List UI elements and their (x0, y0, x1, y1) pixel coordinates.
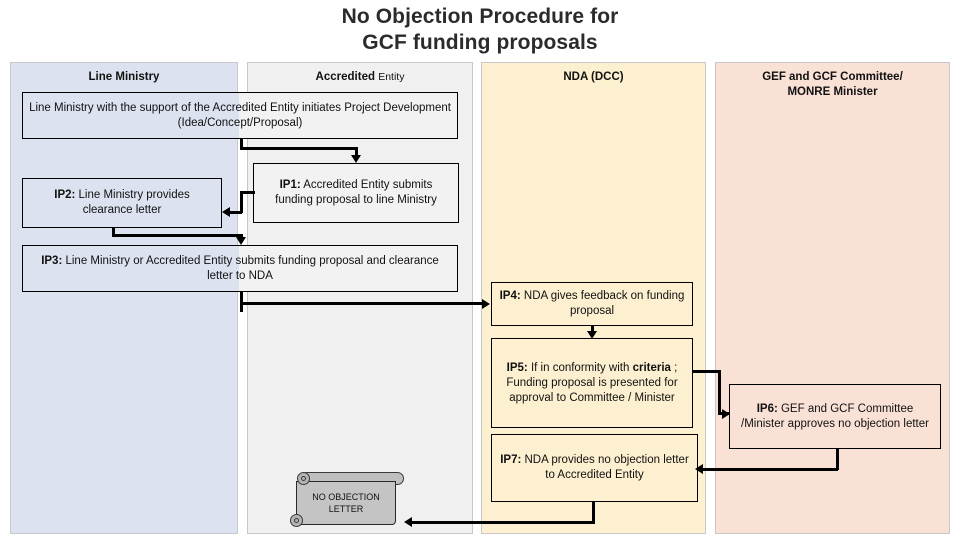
process-tag-ip3: IP3: (41, 254, 63, 267)
connector-ip6-to-ip7-arrow-icon (695, 464, 703, 474)
process-box-ip2: IP2: Line Ministry provides clearance le… (22, 178, 222, 228)
swimlane-label-accredited: Accredited (315, 71, 375, 83)
artifact-label: NO OBJECTION LETTER (312, 491, 380, 515)
connector-ip5-to-ip6-seg2 (718, 370, 721, 414)
process-text-ip2: IP2: Line Ministry provides clearance le… (29, 188, 215, 218)
connector-ip7-to-letter-seg2 (412, 521, 594, 524)
connector-ip2-to-ip3-arrow-icon (236, 237, 246, 245)
connector-ip5-to-ip6-arrow-icon (722, 409, 730, 419)
process-text-ip3: IP3: Line Ministry or Accredited Entity … (29, 254, 451, 284)
process-body-ip1: Accredited Entity submits funding propos… (275, 179, 437, 206)
connector-ip7-to-letter-arrow-icon (404, 517, 412, 527)
connector-ip1-to-ip2-seg2 (240, 191, 243, 213)
process-text-ip4: IP4: NDA gives feedback on funding propo… (498, 289, 686, 319)
connector-init-to-ip1-seg1 (240, 139, 243, 149)
artifact-label-line1: NO OBJECTION (312, 492, 380, 502)
artifact-no-objection-letter: NO OBJECTION LETTER (288, 470, 408, 532)
connector-ip2-to-ip3-seg3 (240, 234, 243, 239)
process-box-ip5: IP5: If in conformity with criteria ; Fu… (491, 338, 693, 428)
page-title: No Objection Procedure for GCF funding p… (0, 4, 960, 56)
swimlane-gef-gcf: GEF and GCF Committee/ MONRE Minister (715, 62, 950, 534)
connector-init-to-ip1-seg3 (355, 147, 358, 157)
connector-ip6-to-ip7-seg2 (700, 468, 838, 471)
title-line-2: GCF funding proposals (362, 31, 598, 54)
process-text-ip6: IP6: GEF and GCF Committee /Minister app… (736, 402, 934, 432)
scroll-body: NO OBJECTION LETTER (296, 481, 396, 525)
connector-ip4-to-ip5 (591, 326, 594, 335)
process-text-project-development: Line Ministry with the support of the Ac… (29, 101, 451, 129)
scroll-curl-top-icon (297, 472, 310, 485)
connector-ip3-to-ip4-arrow-icon (482, 299, 490, 309)
swimlane-header-accredited-entity: Accredited Entity (248, 63, 472, 85)
connector-ip5-to-ip6-seg1 (693, 370, 720, 373)
process-box-ip4: IP4: NDA gives feedback on funding propo… (491, 282, 693, 326)
connector-init-to-ip1-arrow-icon (351, 155, 361, 163)
process-body-ip5-a: If in conformity with (527, 361, 633, 374)
swimlane-header-nda: NDA (DCC) (482, 63, 705, 85)
process-body-ip7: NDA provides no objection letter to Accr… (521, 454, 689, 481)
process-body-ip4: NDA gives feedback on funding proposal (520, 290, 685, 317)
connector-ip1-to-ip2-seg3 (230, 211, 242, 214)
connector-ip6-to-ip7-seg1 (836, 449, 839, 470)
connector-ip3-to-ip4-seg2 (240, 302, 483, 305)
process-box-ip3: IP3: Line Ministry or Accredited Entity … (22, 245, 458, 292)
process-body-ip3: Line Ministry or Accredited Entity submi… (62, 254, 439, 282)
process-box-project-development: Line Ministry with the support of the Ac… (22, 92, 458, 139)
connector-ip2-to-ip3-seg2 (112, 234, 242, 237)
process-tag-ip7: IP7: (500, 454, 522, 466)
process-tag-ip2: IP2: (54, 189, 76, 201)
swimlane-line-ministry: Line Ministry (10, 62, 238, 534)
process-box-ip6: IP6: GEF and GCF Committee /Minister app… (729, 384, 941, 449)
swimlane-label-entity: Entity (378, 71, 405, 83)
process-tag-ip5-criteria: criteria (632, 361, 671, 374)
swimlane-header-line-ministry: Line Ministry (11, 63, 237, 85)
process-text-ip5: IP5: If in conformity with criteria ; Fu… (498, 361, 686, 406)
connector-ip1-to-ip2-arrow-icon (222, 207, 230, 217)
connector-ip4-to-ip5-arrow-icon (587, 331, 597, 339)
process-body-ip2: Line Ministry provides clearance letter (75, 189, 190, 216)
artifact-label-line2: LETTER (328, 504, 364, 514)
process-tag-ip5: IP5: (506, 361, 528, 374)
swimlane-label-gef-line2: MONRE Minister (787, 86, 878, 98)
title-line-1: No Objection Procedure for (341, 5, 619, 28)
swimlane-header-gef-gcf: GEF and GCF Committee/ MONRE Minister (716, 63, 949, 100)
process-body-ip5-b: ; Funding proposal is presented for appr… (506, 361, 678, 404)
connector-ip1-to-ip2-seg1 (240, 191, 255, 194)
swimlane-label-gef-line1: GEF and GCF Committee/ (762, 71, 903, 83)
process-tag-ip1: IP1: (279, 179, 301, 191)
swimlane-label-line-ministry: Line Ministry (88, 71, 160, 83)
connector-ip2-to-ip3-seg1 (112, 228, 115, 236)
process-body-ip6: GEF and GCF Committee /Minister approves… (741, 402, 929, 430)
process-text-ip7: IP7: NDA provides no objection letter to… (498, 453, 691, 483)
connector-init-to-ip1-seg2 (240, 147, 357, 150)
process-tag-ip6: IP6: (756, 402, 778, 415)
process-box-ip7: IP7: NDA provides no objection letter to… (491, 434, 698, 502)
swimlane-label-nda: NDA (DCC) (563, 71, 624, 83)
process-tag-ip4: IP4: (499, 290, 521, 302)
process-box-ip1: IP1: Accredited Entity submits funding p… (253, 163, 459, 223)
scroll-curl-bottom-icon (290, 514, 303, 527)
swimlane-accredited-entity: Accredited Entity (247, 62, 473, 534)
process-text-ip1: IP1: Accredited Entity submits funding p… (260, 178, 452, 208)
connector-ip7-to-letter-seg1 (592, 502, 595, 524)
